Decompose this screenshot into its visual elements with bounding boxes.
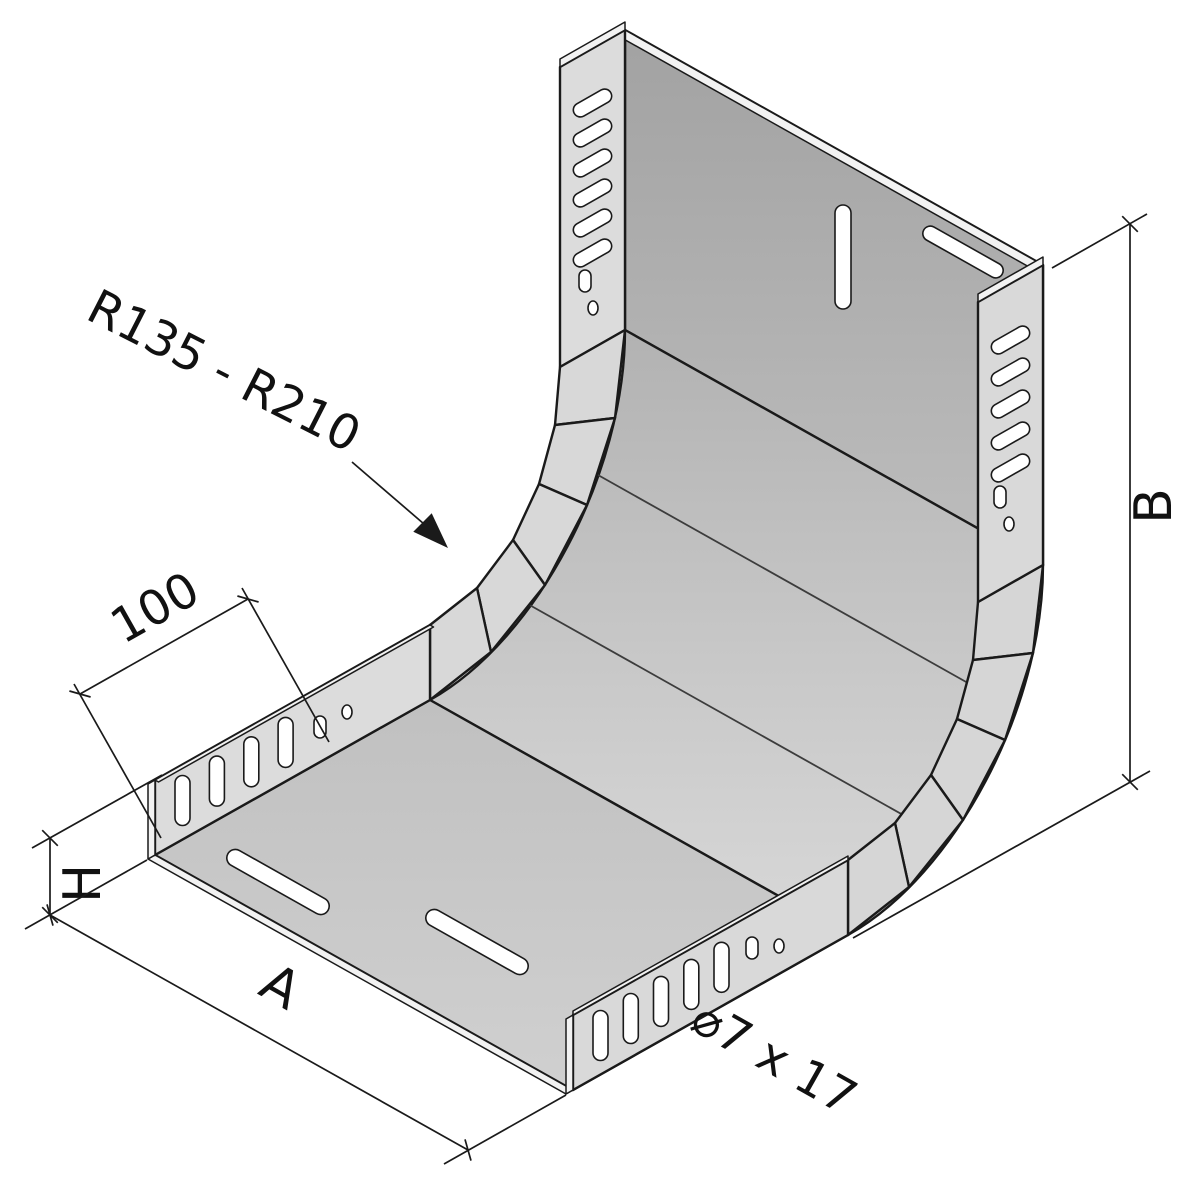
dimension-tick [1121, 215, 1139, 233]
radius-leader-line [351, 461, 425, 525]
rail-slot [622, 992, 640, 1045]
rail-slot [174, 774, 191, 827]
extension-line [1051, 213, 1148, 269]
rail-hole [587, 300, 599, 316]
dimension-tick [41, 829, 59, 847]
rail-hole [745, 936, 759, 960]
bottom-left-rail [147, 623, 435, 860]
bend-right-tabs [846, 563, 1045, 937]
dimension-tick [69, 690, 91, 698]
dimension-line [49, 914, 469, 1151]
vertical-right-rail [976, 256, 1045, 604]
dimension-label-100: 100 [101, 561, 208, 655]
rail-slot [990, 421, 1031, 451]
bend-seam-line [597, 474, 1017, 711]
dimension-slot-size: ⌀7 x 17 [682, 990, 866, 1127]
bend-left-tabs [428, 328, 627, 702]
dimension-tick [237, 595, 259, 603]
dimension-line [79, 598, 249, 695]
rail-hole [773, 938, 785, 954]
dimension-label-b: B [1124, 488, 1184, 524]
wall-slot [834, 204, 852, 310]
extension-line [24, 859, 148, 930]
rail-slot [572, 178, 613, 208]
rail-slot [572, 238, 613, 268]
bottom-right-rail [565, 855, 850, 1095]
dimension-tick [464, 1139, 472, 1161]
rail-slot [208, 755, 226, 807]
dimension-tick [46, 904, 54, 926]
dimension-H: H [31, 774, 163, 924]
dimension-radius: R135 - R210 [79, 279, 448, 548]
rail-hole [1003, 516, 1015, 532]
extension-line [852, 770, 1151, 939]
extension-line [31, 774, 163, 849]
rail-hole [578, 269, 592, 293]
rail-top-edge [572, 855, 849, 1016]
floor-slot [226, 848, 330, 916]
radius-arrowhead-icon [413, 513, 448, 548]
rail-end-edge [565, 1014, 574, 1095]
rail-slot [713, 941, 730, 994]
rail-slot [572, 88, 613, 118]
dimension-label-slot-size: ⌀7 x 17 [682, 990, 866, 1127]
rail-top-edge [977, 256, 1044, 303]
rail-slot [990, 389, 1031, 419]
wall-slot [922, 225, 1004, 279]
rail-slot [682, 958, 700, 1011]
rail-top-edge [154, 624, 435, 783]
dimension-tick [1121, 773, 1139, 791]
rail-slot [572, 148, 613, 178]
rail-slot [990, 453, 1031, 483]
dimension-label-a: A [250, 952, 311, 1022]
extension-line [443, 1094, 567, 1165]
rail-slot [652, 975, 670, 1028]
rail-slot [990, 325, 1031, 355]
dimension-B: B [852, 213, 1184, 939]
rail-top-edge [559, 21, 626, 68]
rail-slot [592, 1009, 609, 1062]
rail-slot [572, 118, 613, 148]
rail-hole [993, 485, 1007, 509]
dimension-label-radius: R135 - R210 [79, 279, 370, 464]
rail-slot [572, 208, 613, 238]
bend-seam-line [525, 602, 945, 839]
rail-slot [277, 716, 294, 769]
rail-slot [243, 735, 260, 788]
extension-line [73, 683, 162, 839]
rail-hole [341, 704, 353, 720]
vertical-left-rail [558, 21, 627, 369]
extension-line [241, 587, 330, 743]
floor-slot [425, 908, 529, 976]
rail-slot [990, 357, 1031, 387]
